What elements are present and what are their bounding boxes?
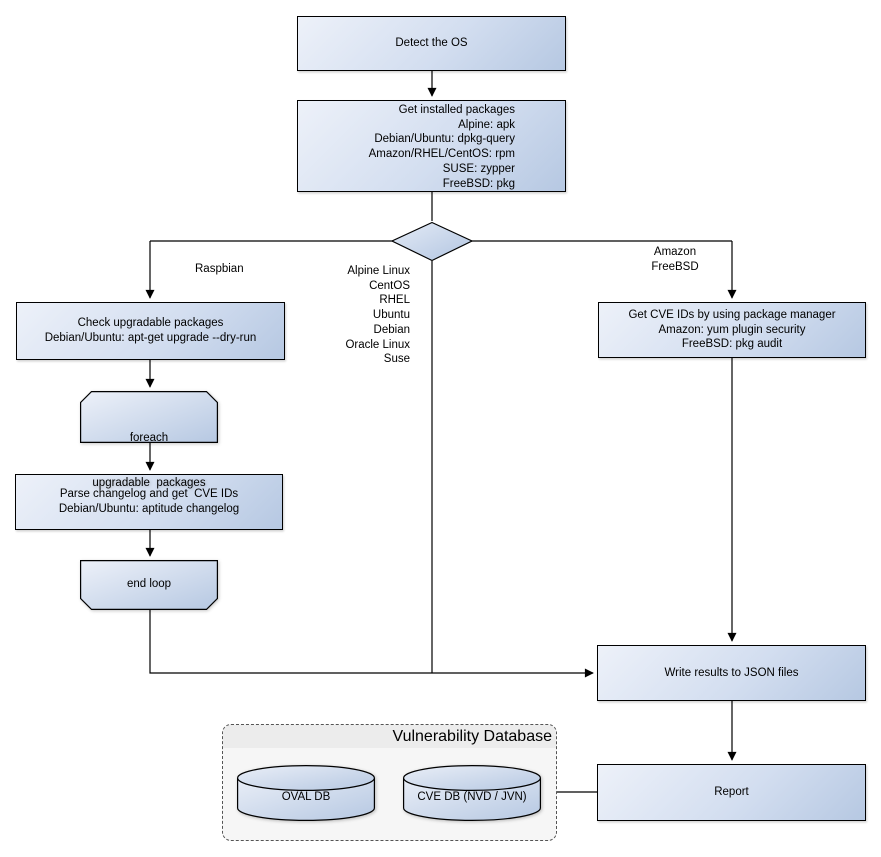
node-label: Write results to JSON files xyxy=(664,666,799,679)
node-line: Alpine: apk xyxy=(458,118,515,131)
database-cylinder-cve-db: CVE DB (NVD / JVN) xyxy=(403,765,541,821)
edge-label-line: Amazon xyxy=(653,246,697,258)
node-line: Get CVE IDs by using package manager xyxy=(628,308,836,321)
node-get-cve-package-manager: Get CVE IDs by using package manager Ama… xyxy=(598,302,866,358)
node-line: Debian/Ubuntu: dpkg-query xyxy=(374,133,515,146)
node-line: Check upgradable packages xyxy=(77,317,224,330)
edge-label-line: Ubuntu xyxy=(372,309,410,322)
edge-label-line: Alpine Linux xyxy=(347,265,410,277)
loop-end-shape xyxy=(80,560,218,610)
cylinder-shape xyxy=(403,765,541,821)
cylinder-shape xyxy=(237,765,375,821)
node-end-loop: end loop xyxy=(80,560,218,610)
cylinder-label: OVAL DB xyxy=(281,791,331,803)
node-foreach-loop-start: foreach upgradable packages xyxy=(80,391,218,489)
edge-label-raspbian: Raspbian xyxy=(195,263,244,275)
edge-label-amazon-freebsd: Amazon FreeBSD xyxy=(645,245,705,274)
node-line: Amazon/RHEL/CentOS: rpm xyxy=(368,148,515,161)
node-lines: foreach upgradable packages xyxy=(80,402,218,520)
node-line: Debian/Ubuntu: aptitude changelog xyxy=(58,503,240,515)
node-get-installed-packages: Get installed packages Alpine: apk Debia… xyxy=(297,100,566,192)
node-label: Detect the OS xyxy=(395,37,468,50)
node-line: Amazon: yum plugin security xyxy=(658,323,806,336)
node-line: Parse changelog and get CVE IDs xyxy=(59,488,239,501)
node-line: FreeBSD: pkg audit xyxy=(681,338,783,351)
edge-label-line: FreeBSD xyxy=(651,260,699,273)
os-decision-diamond xyxy=(390,221,474,262)
node-label: Report xyxy=(714,786,749,799)
node-check-upgradable: Check upgradable packages Debian/Ubuntu:… xyxy=(16,302,285,360)
cylinder-label: CVE DB (NVD / JVN) xyxy=(417,791,527,803)
node-line: Get installed packages xyxy=(398,104,515,116)
node-line: SUSE: zypper xyxy=(442,162,515,175)
edge-label-line: Oracle Linux xyxy=(345,338,410,351)
loop-start-shape xyxy=(80,391,218,443)
node-line: foreach xyxy=(129,432,169,445)
edge-endloop-to-write xyxy=(149,610,594,678)
edge-label-line: Suse xyxy=(383,353,410,366)
node-line: FreeBSD: pkg xyxy=(442,177,515,190)
node-detect-os: Detect the OS xyxy=(297,16,566,71)
edge-label-line: RHEL xyxy=(379,294,410,307)
node-line: upgradable packages xyxy=(92,476,206,489)
edge-label-line: Debian xyxy=(373,323,410,336)
edge-label-line: CentOS xyxy=(369,279,410,292)
node-line: Debian/Ubuntu: apt-get upgrade --dry-run xyxy=(44,332,257,344)
node-write-results-json: Write results to JSON files xyxy=(597,645,866,701)
node-report: Report xyxy=(597,764,866,821)
edge-label-os-list: Alpine Linux CentOS RHEL Ubuntu Debian O… xyxy=(300,264,410,367)
node-parse-changelog: Parse changelog and get CVE IDs Debian/U… xyxy=(15,474,283,530)
database-cylinder-oval-db: OVAL DB xyxy=(237,765,375,821)
group-title: Vulnerability Database xyxy=(223,725,556,748)
node-label: end loop xyxy=(126,578,172,590)
